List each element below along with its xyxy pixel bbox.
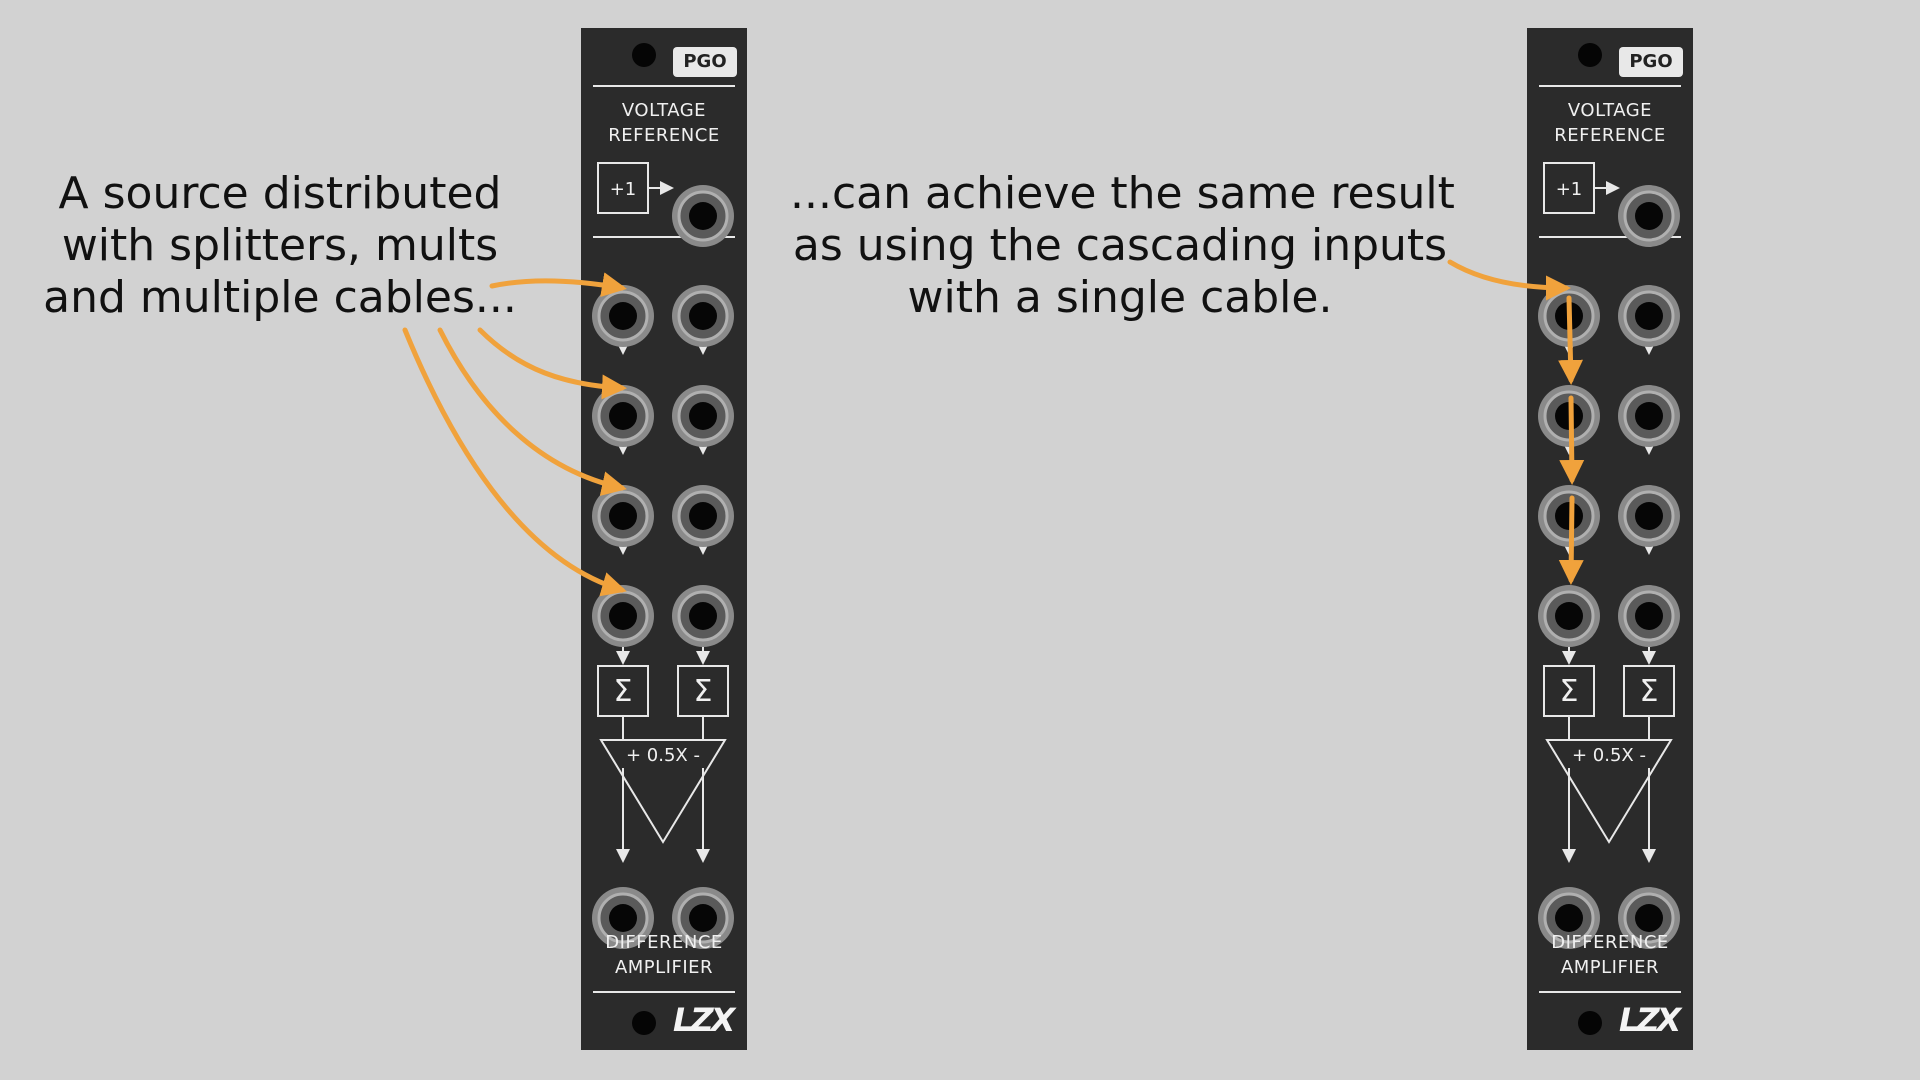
amplifier-gain-label: + 0.5X - — [1572, 745, 1646, 766]
caption-single-cable: ...can achieve the same result as using … — [790, 168, 1455, 324]
lzx-logo: LZX — [1619, 1001, 1681, 1039]
caption-multiple-cables: A source distributed with splitters, mul… — [30, 168, 530, 324]
input-jack[interactable] — [1538, 285, 1600, 347]
panel-artwork: +1 Σ Σ + 0.5X - — [1538, 43, 1681, 1035]
output-jack[interactable] — [1538, 887, 1600, 949]
panel-artwork: +1 Σ Σ + 0.5X - — [592, 43, 735, 1035]
caption-line: and multiple cables... — [43, 272, 517, 323]
caption-line: as using the cascading inputs — [792, 220, 1448, 271]
amplifier-triangle — [599, 739, 727, 844]
sum-symbol-left: Σ — [1560, 674, 1579, 709]
input-jack[interactable] — [672, 485, 734, 547]
lzx-logo: LZX — [673, 1001, 735, 1039]
input-jack[interactable] — [592, 585, 654, 647]
input-jack[interactable] — [672, 585, 734, 647]
reference-button-label: +1 — [1556, 179, 1583, 200]
output-jack[interactable] — [1618, 887, 1680, 949]
input-jack[interactable] — [592, 485, 654, 547]
sum-symbol-right: Σ — [1640, 674, 1659, 709]
caption-line: ...can achieve the same result — [790, 168, 1455, 219]
output-jack[interactable] — [672, 887, 734, 949]
amplifier-triangle — [1545, 739, 1673, 844]
input-jack[interactable] — [672, 385, 734, 447]
reference-output-jack[interactable] — [672, 185, 734, 247]
module-badge: PGO — [1619, 47, 1683, 77]
module-badge: PGO — [673, 47, 737, 77]
input-jack[interactable] — [1538, 385, 1600, 447]
caption-line: with a single cable. — [907, 272, 1333, 323]
sum-symbol-right: Σ — [694, 674, 713, 709]
reference-output-jack[interactable] — [1618, 185, 1680, 247]
caption-line: A source distributed — [58, 168, 502, 219]
mounting-hole — [1578, 43, 1602, 67]
output-jack[interactable] — [592, 887, 654, 949]
input-jack[interactable] — [1618, 385, 1680, 447]
input-jack[interactable] — [592, 385, 654, 447]
mounting-hole — [632, 43, 656, 67]
reference-button-label: +1 — [610, 179, 637, 200]
input-jack[interactable] — [1618, 585, 1680, 647]
amplifier-gain-label: + 0.5X - — [626, 745, 700, 766]
input-jack[interactable] — [1538, 485, 1600, 547]
input-jack[interactable] — [1618, 485, 1680, 547]
input-jack[interactable] — [672, 285, 734, 347]
input-jack[interactable] — [1618, 285, 1680, 347]
input-jack[interactable] — [1538, 585, 1600, 647]
caption-line: with splitters, mults — [61, 220, 499, 271]
input-jack[interactable] — [592, 285, 654, 347]
mounting-hole — [1578, 1011, 1602, 1035]
sum-symbol-left: Σ — [614, 674, 633, 709]
mounting-hole — [632, 1011, 656, 1035]
